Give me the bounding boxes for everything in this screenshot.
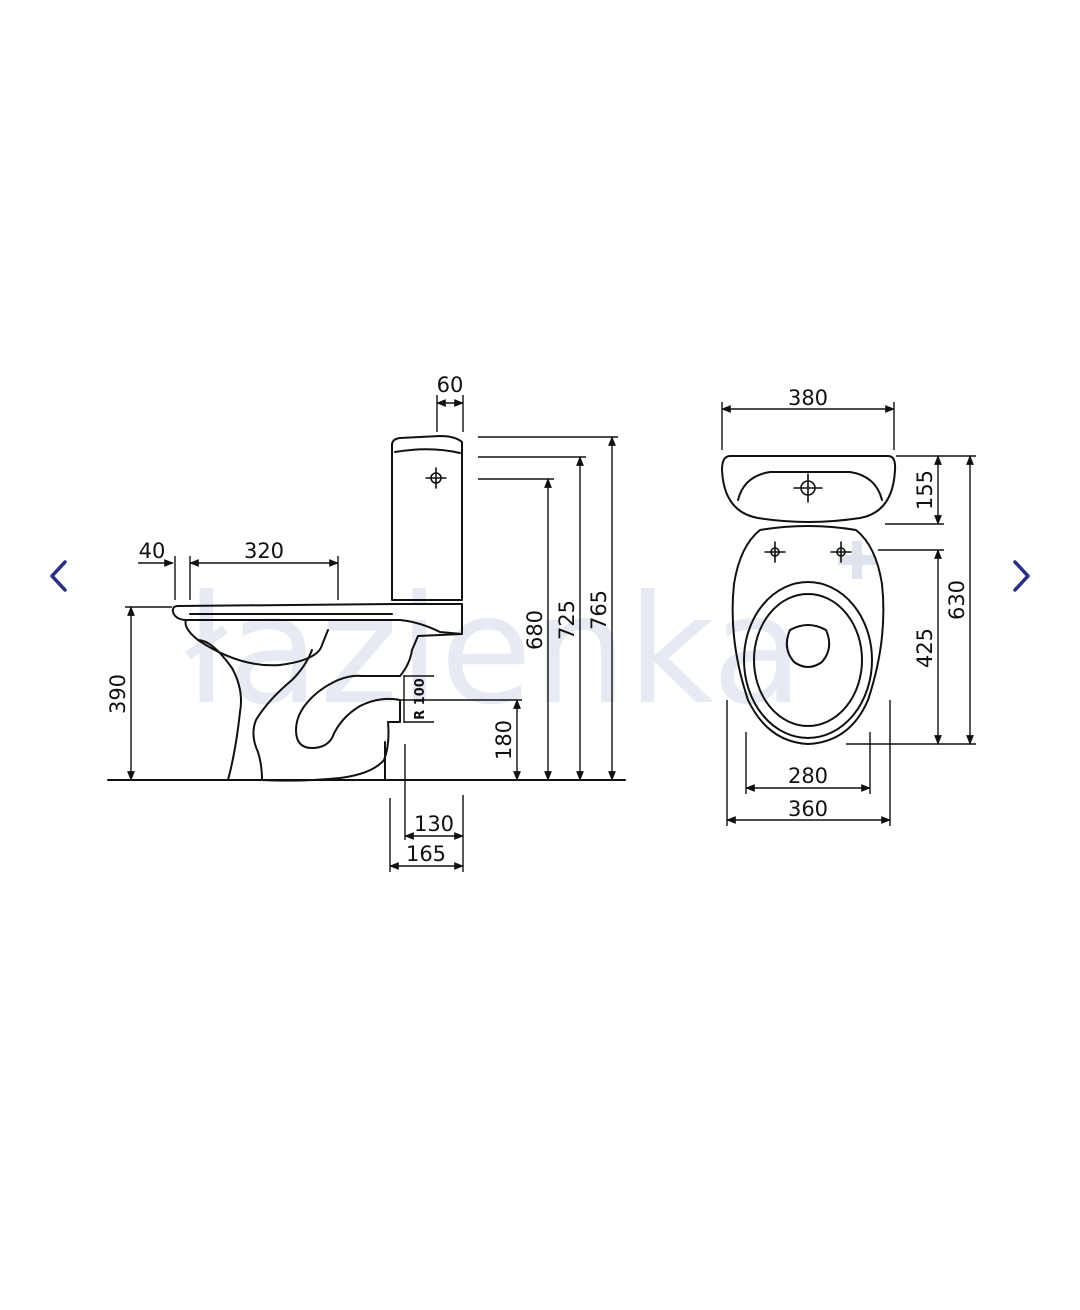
dim-flush-offset: 60	[437, 373, 464, 397]
dim-foot-width: 280	[788, 764, 828, 788]
previous-image-button[interactable]	[38, 548, 78, 604]
next-image-button[interactable]	[1002, 548, 1042, 604]
dim-bowl-width: 360	[788, 797, 828, 821]
dim-rim-offset: 40	[139, 539, 166, 563]
dim-tank-height-low: 680	[523, 610, 547, 650]
chevron-left-icon	[50, 560, 67, 592]
side-view	[107, 435, 626, 782]
top-view-dimensions	[721, 402, 976, 826]
dim-outlet-height: 180	[492, 720, 516, 760]
dim-outlet-radius: R 100	[413, 678, 428, 720]
dim-tank-height-mid: 725	[555, 600, 579, 640]
dim-tank-depth: 155	[913, 470, 937, 510]
tank-outline	[721, 455, 897, 523]
dim-tank-width: 380	[788, 386, 828, 410]
dim-outlet-distance-inner: 130	[414, 812, 454, 836]
side-view-dimensions	[125, 395, 618, 872]
dim-outlet-distance-outer: 165	[406, 842, 446, 866]
dim-seat-length: 320	[244, 539, 284, 563]
watermark-plus-icon	[838, 541, 876, 579]
cistern-outline	[391, 435, 463, 601]
chevron-right-icon	[1013, 560, 1030, 592]
dim-total-depth: 630	[945, 580, 969, 620]
dim-total-height: 765	[587, 590, 611, 630]
dim-bowl-depth: 425	[913, 628, 937, 668]
top-view	[721, 455, 897, 745]
bowl-outline	[731, 525, 885, 745]
watermark-text: łazienka	[185, 564, 803, 738]
dim-seat-height: 390	[106, 674, 130, 714]
